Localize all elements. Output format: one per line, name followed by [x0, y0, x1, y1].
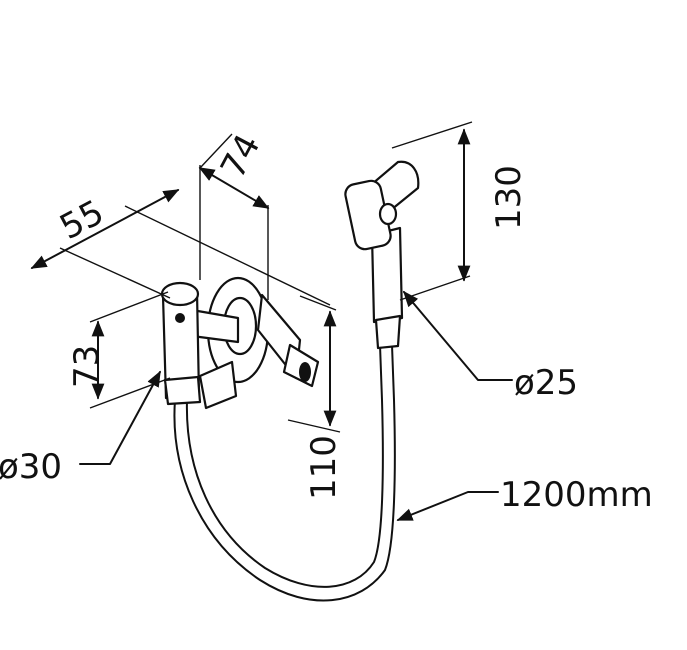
dim-130-lines [391, 121, 473, 301]
dim-55-lines [30, 189, 331, 306]
dim-74-label: 74 [213, 128, 269, 185]
dim-130-label: 130 [489, 165, 529, 230]
dim-dia25-label: ø25 [514, 363, 578, 403]
dim-74-lines [198, 133, 270, 300]
dim-hose-leader [396, 491, 499, 521]
dim-73-label: 73 [67, 345, 107, 388]
dim-hose-label: 1200mm [500, 475, 653, 515]
dim-55-label: 55 [53, 192, 110, 248]
lever [198, 360, 238, 410]
dim-110-lines [287, 295, 341, 433]
valve-assembly [160, 276, 320, 410]
dim-dia30-label: ø30 [0, 447, 62, 487]
dim-110-label: 110 [304, 435, 344, 500]
sprayer [344, 160, 420, 350]
dim-dia25-leader [402, 290, 513, 381]
hose [173, 344, 396, 602]
dim-dia30-leader [79, 370, 161, 465]
